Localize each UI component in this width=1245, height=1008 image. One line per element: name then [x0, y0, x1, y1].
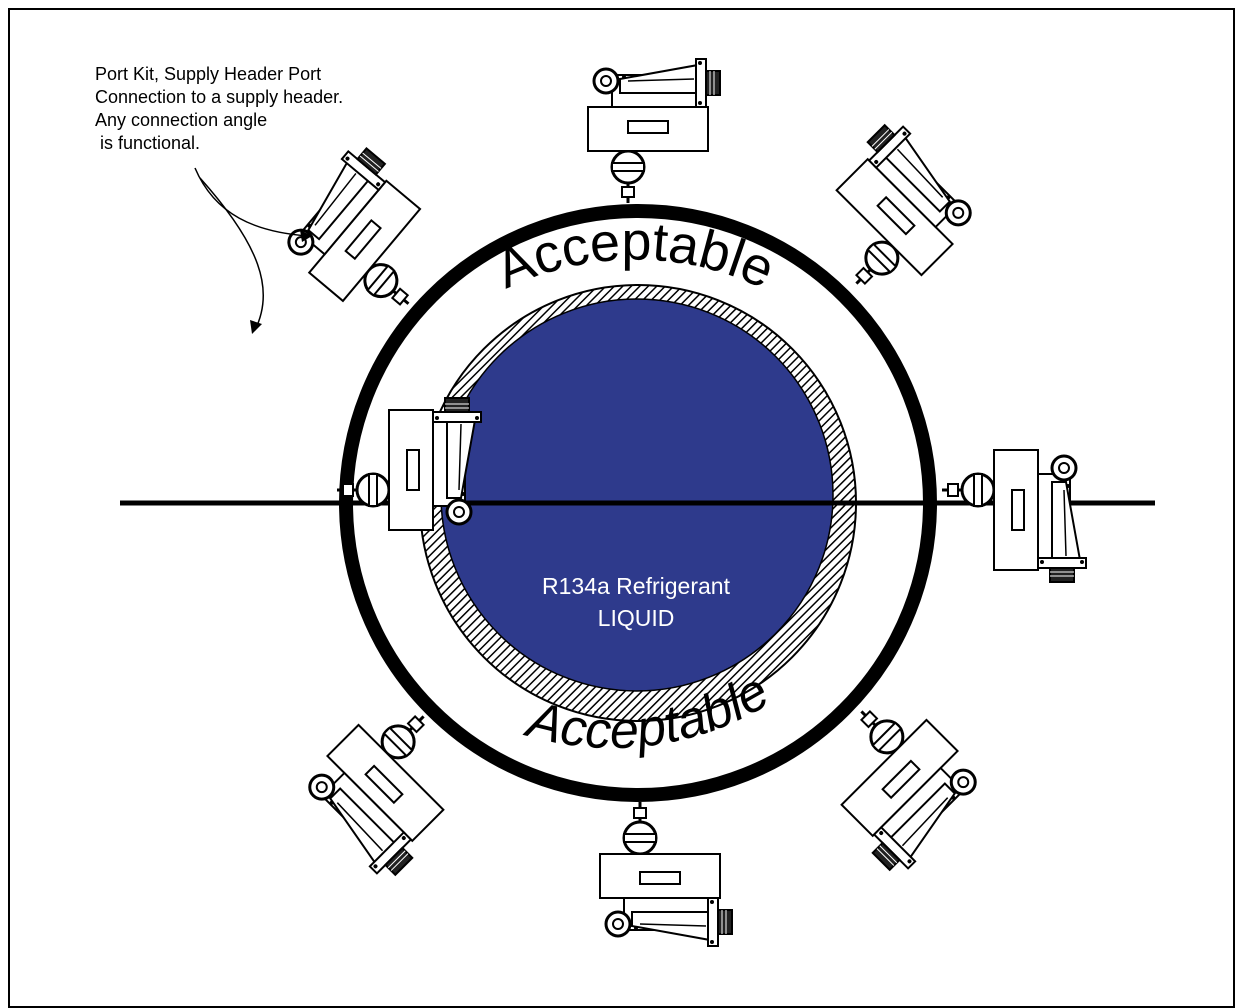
callout-line-3: Any connection angle	[95, 110, 268, 130]
fluid-state-label: LIQUID	[597, 605, 675, 631]
port-kit-bottom	[598, 800, 734, 948]
callout-line-1: Port Kit, Supply Header Port	[95, 64, 322, 84]
callout-line-2: Connection to a supply header.	[95, 87, 344, 107]
port-kit-top	[586, 57, 722, 205]
callout-arrow-2	[199, 177, 265, 331]
callout-arrow-1	[194, 167, 309, 237]
fluid-name-label: R134a Refrigerant	[542, 573, 730, 599]
callout-line-4: is functional.	[95, 133, 201, 153]
port-kit-right	[940, 448, 1088, 584]
